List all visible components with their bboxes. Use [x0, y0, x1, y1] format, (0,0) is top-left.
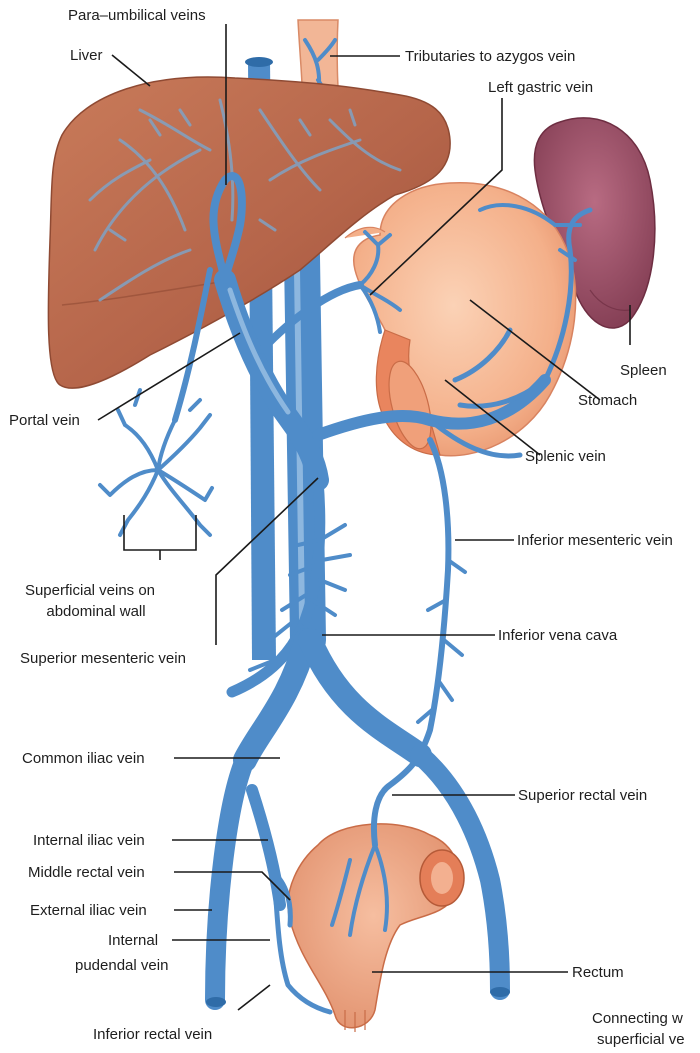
label-middle-rectal-vein: Middle rectal vein — [28, 864, 145, 881]
label-superficial-veins-line2: abdominal wall — [46, 603, 145, 620]
label-connecting-line2: superficial ve — [597, 1031, 685, 1048]
label-inferior-rectal-vein: Inferior rectal vein — [93, 1026, 212, 1043]
label-connecting-line1: Connecting w — [592, 1010, 683, 1027]
label-left-gastric-vein: Left gastric vein — [488, 79, 593, 96]
superficial-veins — [100, 390, 212, 535]
label-internal-pudendal-line1: Internal — [108, 932, 158, 949]
rectum — [288, 824, 464, 1032]
label-tributaries-azygos: Tributaries to azygos vein — [405, 48, 575, 65]
label-para-umbilical-veins: Para–umbilical veins — [68, 7, 206, 24]
label-spleen: Spleen — [620, 362, 667, 379]
label-liver: Liver — [70, 47, 103, 64]
label-portal-vein: Portal vein — [9, 412, 80, 429]
label-common-iliac-vein: Common iliac vein — [22, 750, 145, 767]
label-superior-mesenteric-vein: Superior mesenteric vein — [20, 650, 186, 667]
label-rectum: Rectum — [572, 964, 624, 981]
label-splenic-vein: Splenic vein — [525, 448, 606, 465]
label-inferior-mesenteric-vein: Inferior mesenteric vein — [517, 532, 673, 549]
label-external-iliac-vein: External iliac vein — [30, 902, 147, 919]
label-superficial-veins-line1: Superficial veins on — [25, 582, 155, 599]
label-internal-iliac-vein: Internal iliac vein — [33, 832, 145, 849]
label-stomach: Stomach — [578, 392, 637, 409]
label-internal-pudendal-line2: pudendal vein — [75, 957, 168, 974]
label-inferior-vena-cava: Inferior vena cava — [498, 627, 618, 644]
label-superior-rectal-vein: Superior rectal vein — [518, 787, 647, 804]
